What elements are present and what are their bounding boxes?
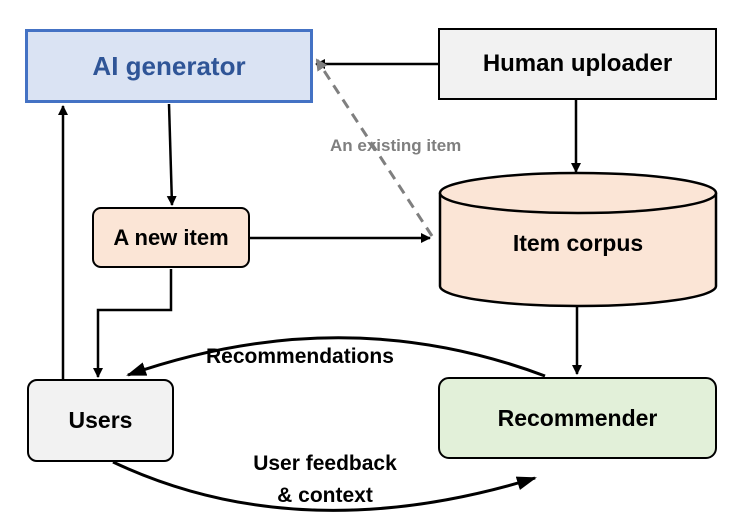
- human-uploader-label: Human uploader: [482, 50, 673, 77]
- users-node: Users: [27, 379, 174, 462]
- ai-generator-node: AI generator: [25, 29, 313, 103]
- recommender-label: Recommender: [497, 404, 658, 431]
- users-label: Users: [68, 407, 133, 433]
- ai-generator-label: AI generator: [92, 50, 246, 81]
- arrow-new-item-to-users: [93, 269, 173, 378]
- human-uploader-node: Human uploader: [438, 28, 717, 100]
- arc-recommendations: [126, 336, 546, 378]
- arrow-generator-to-new-item: [166, 103, 177, 206]
- arc-user-feedback: [112, 460, 537, 512]
- new-item-node: A new item: [92, 207, 250, 268]
- recommendations-edge-label: Recommendations: [206, 345, 394, 368]
- item-corpus-top: [438, 171, 718, 215]
- item-corpus-body: [438, 193, 718, 308]
- user-feedback-edge-label: User feedback & context: [220, 448, 430, 512]
- recommender-node: Recommender: [438, 377, 717, 459]
- existing-item-edge-label: An existing item: [330, 136, 462, 155]
- item-corpus-label: Item corpus: [512, 230, 644, 256]
- item-corpus-cylinder: [438, 171, 718, 308]
- user-feedback-line-1: User feedback: [253, 452, 397, 475]
- user-feedback-line-2: & context: [277, 484, 373, 507]
- arrow-corpus-to-generator-dashed: [315, 58, 434, 237]
- new-item-label: A new item: [113, 224, 229, 250]
